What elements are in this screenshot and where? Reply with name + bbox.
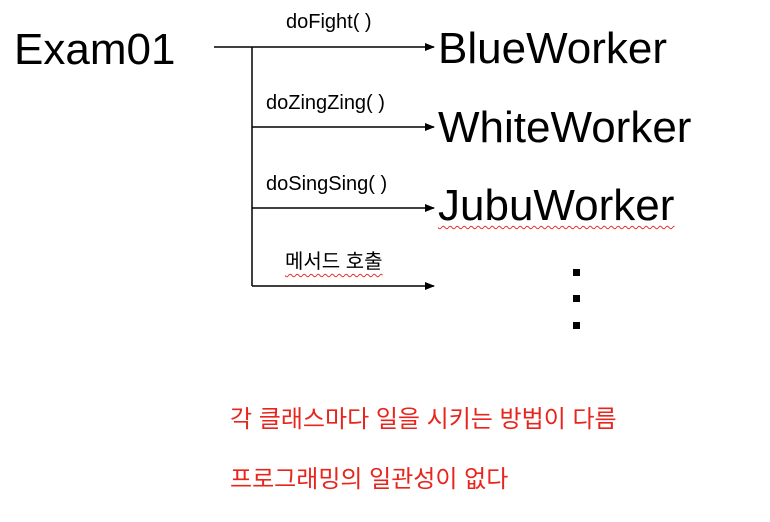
target-class-jubuworker: JubuWorker [438, 181, 675, 230]
ellipsis-dot [573, 295, 580, 302]
note-no-consistency: 프로그래밍의 일관성이 없다 [230, 466, 509, 493]
method-label-doZingZing: doZingZing( ) [266, 92, 385, 114]
target-class-blueworker: BlueWorker [438, 24, 668, 73]
method-label-method-call: 메서드 호출 [285, 251, 383, 273]
ellipsis-dot [573, 269, 580, 276]
target-class-whiteworker: WhiteWorker [438, 103, 692, 152]
ellipsis-dot [573, 322, 580, 329]
ellipsis-vertical-icon [571, 265, 583, 335]
source-class-label: Exam01 [14, 25, 176, 74]
method-label-doFight: doFight( ) [286, 11, 372, 33]
method-label-doSingSing: doSingSing( ) [266, 173, 388, 195]
note-different-methods: 각 클래스마다 일을 시키는 방법이 다름 [230, 406, 617, 433]
